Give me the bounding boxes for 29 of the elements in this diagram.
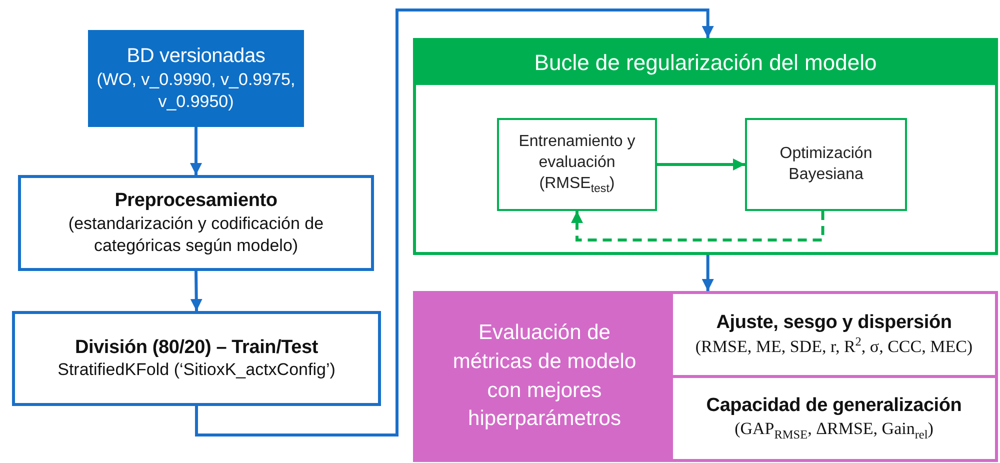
box-text: (GAP$_{RMSE}$, ΔRMSE, Gain$_{rel}$) (734, 418, 934, 444)
arrow (657, 158, 745, 170)
loop-container (413, 38, 998, 255)
box-title: Preprocesamiento (114, 189, 278, 213)
box-text: StratifiedKFold (‘SitioxK_actxConfig’) (56, 359, 336, 382)
arrow (190, 270, 202, 312)
data-source-box (88, 30, 304, 127)
metrics-cell (673, 294, 995, 375)
evaluation-panel (413, 291, 998, 462)
process-box (497, 118, 657, 211)
process-box (18, 175, 374, 271)
metrics-cell (673, 378, 995, 459)
box-title: BD versionadas (126, 44, 266, 69)
arrow (195, 8, 714, 436)
container-header: Bucle de regularización del modelo (416, 41, 995, 85)
box-text: Optimización Bayesiana (778, 144, 874, 184)
panel-label: Evaluación de métricas de modelo con mejores hiperparámetros (452, 320, 638, 432)
box-text: (estandarización y codificación de categóricas según modelo) (67, 212, 325, 257)
arrow (571, 211, 824, 242)
arrow (190, 127, 202, 175)
box-title: Capacidad de generalización (705, 394, 963, 418)
process-box (12, 311, 381, 406)
box-title: División (80/20) – Train/Test (74, 336, 320, 360)
box-text: Entrenamiento y evaluación (RMSE$_{test}$) (518, 132, 636, 197)
process-box (745, 118, 907, 211)
box-text: (WO, v_0.9990, v_0.9975, v_0.9950) (96, 68, 296, 113)
box-text: (RMSE, ME, SDE, r, R$^{2}$, σ, CCC, MEC) (694, 334, 974, 358)
box-title: Ajuste, sesgo y dispersión (715, 310, 953, 334)
arrow (702, 255, 714, 291)
